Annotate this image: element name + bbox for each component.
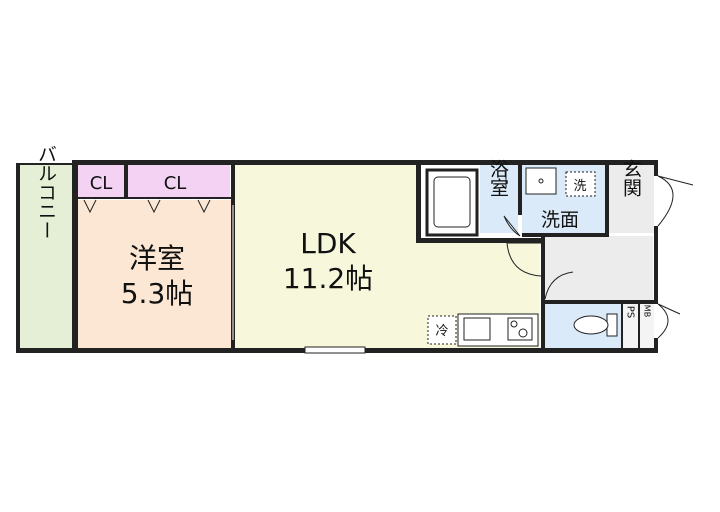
wall-balcony-left — [16, 163, 20, 353]
fridge-space — [427, 315, 457, 345]
stove-burner-icon — [510, 320, 518, 328]
balcony-area — [20, 165, 72, 348]
wall-wash-bottom — [522, 233, 609, 237]
closet-bottom-line — [78, 197, 231, 199]
wall-right-lower — [654, 338, 658, 353]
mb-area — [640, 304, 654, 348]
wash-basin — [525, 167, 557, 195]
closet-hanger-marks — [83, 199, 211, 214]
bathtub-inner — [433, 176, 471, 228]
stove-burner-icon — [518, 328, 528, 338]
fridge-label: 冷 — [435, 324, 448, 339]
washroom-label: 洗面 — [541, 209, 579, 231]
washer-space — [565, 171, 596, 197]
wall-bath-wash — [518, 165, 522, 215]
wall-wash-entrance — [605, 165, 609, 237]
ldk-name: LDK — [300, 227, 356, 260]
wash-basin-drain-icon — [538, 178, 544, 184]
western-room-area — [78, 200, 231, 348]
ps-area — [622, 304, 638, 348]
toilet-icon — [573, 313, 618, 337]
ldk-size: 11.2帖 — [283, 262, 373, 295]
bath-area — [480, 165, 518, 233]
wall-bath-bottom — [416, 238, 545, 243]
mb-label: MB — [643, 305, 652, 317]
western-room-name: 洋室 — [129, 242, 185, 275]
wall-hall-toilet — [545, 300, 658, 304]
wall-ldk-bath — [416, 165, 421, 243]
wall-closet-divider — [124, 165, 128, 198]
wall-top — [72, 160, 658, 165]
entrance-label: 玄関 — [620, 159, 642, 197]
ps-label: PS — [625, 306, 636, 318]
wall-toilet-ps — [621, 304, 623, 348]
bath-label: 浴室 — [487, 159, 509, 197]
closet-right-label: CL — [164, 173, 187, 194]
wall-right-upper — [654, 160, 658, 176]
washer-label: 洗 — [573, 179, 586, 194]
wall-left — [72, 160, 78, 353]
kitchen-sink — [463, 317, 491, 341]
closet-left-label: CL — [90, 173, 113, 194]
wall-balcony-top — [16, 163, 74, 165]
wall-hall-left — [541, 236, 545, 353]
ldk-area — [235, 165, 420, 348]
wall-right-mid — [654, 226, 658, 304]
balcony-label: バルコニー — [35, 145, 57, 240]
entrance-area — [609, 165, 654, 233]
wall-ps-mb — [638, 304, 640, 348]
stove — [507, 317, 533, 341]
western-room-size: 5.3帖 — [121, 277, 194, 310]
ldk-window-frame — [304, 346, 366, 354]
hall-area — [545, 236, 653, 300]
closet-right-area — [128, 165, 230, 198]
closet-left-area — [78, 165, 124, 198]
door-swings — [503, 170, 694, 339]
